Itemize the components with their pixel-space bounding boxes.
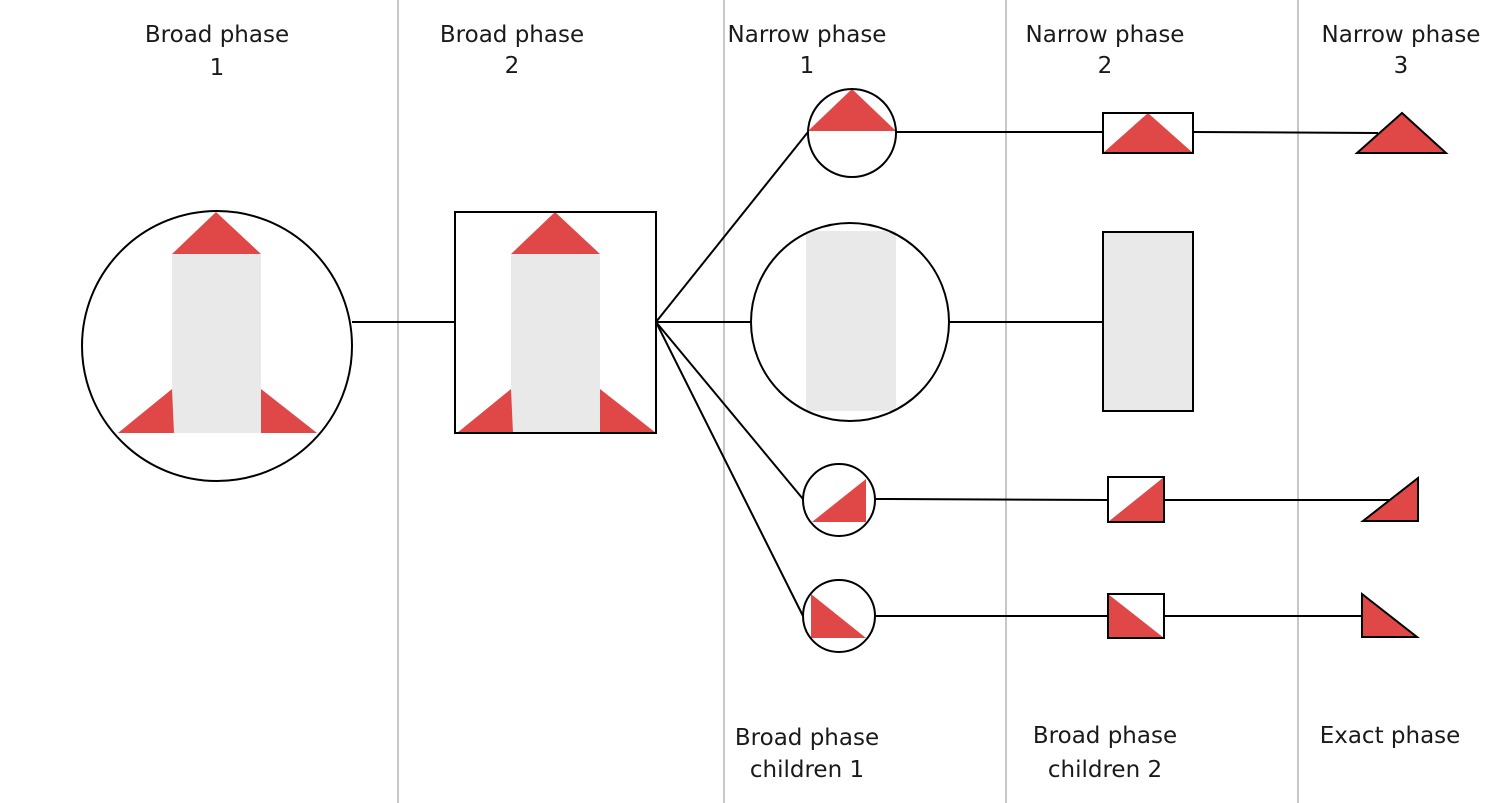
header-narrow-phase-1-line1: Narrow phase <box>728 22 887 48</box>
bpc2-body-shape <box>1103 232 1193 411</box>
footer-broad-phase-children-1-line1: Broad phase <box>735 725 879 751</box>
bpc1-right-fin-shape <box>812 479 866 522</box>
bpc1-nose <box>807 88 897 178</box>
header-narrow-phase-3-line2: 3 <box>1394 53 1409 79</box>
footer-broad-phase-children-2-line1: Broad phase <box>1033 723 1177 749</box>
footer-exact-phase: Exact phase <box>1320 723 1461 749</box>
bpc2-body-bounding-box <box>1102 231 1194 412</box>
bpc1-nose-shape <box>808 89 896 131</box>
bp2-rocket-right-fin <box>600 389 656 433</box>
bpc1-right-fin-bounding-circle <box>802 463 876 537</box>
exact-nose-shape <box>1354 111 1449 154</box>
bp1-rocket-body <box>172 254 261 433</box>
bp1-rocket-nose <box>172 212 261 254</box>
bpc2-nose-bounding-box <box>1102 112 1194 154</box>
exact-right-fin-shape <box>1360 475 1419 522</box>
bpc1-right-fin <box>802 463 876 537</box>
bp2-rocket <box>457 212 656 433</box>
edge-right-np1-np2 <box>875 498 1108 501</box>
bpc1-left-fin-shape <box>811 594 866 638</box>
header-broad-phase-1-line1: Broad phase <box>145 22 289 48</box>
header-broad-phase-2-line2: 2 <box>505 53 520 79</box>
bp2-rocket-nose <box>511 212 600 254</box>
header-narrow-phase-3-line1: Narrow phase <box>1322 22 1481 48</box>
header-broad-phase-2-line1: Broad phase <box>440 22 584 48</box>
header-broad-phase-1-line2: 1 <box>210 55 225 81</box>
bpc2-right-fin-bounding-box <box>1107 476 1165 523</box>
bpc2-nose-shape <box>1103 113 1193 153</box>
bpc1-left-fin <box>802 579 876 653</box>
bp2-rocket-body <box>511 254 600 433</box>
edge-bp2-child-left-fin <box>655 321 804 617</box>
header-narrow-phase-2-line1: Narrow phase <box>1026 22 1185 48</box>
footer-broad-phase-children-1-line2: children 1 <box>750 757 864 783</box>
edge-bp2-child-top <box>655 131 809 323</box>
bp2-bounding-box <box>454 211 657 434</box>
bpc2-left-fin-shape <box>1108 594 1164 638</box>
bpc1-body <box>750 222 950 422</box>
bpc1-body-shape <box>806 231 896 411</box>
bpc2-nose <box>1102 112 1194 154</box>
bp2-rocket-left-fin <box>457 389 513 433</box>
edge-top-np2-np3 <box>1192 131 1379 134</box>
bpc2-left-fin-bounding-box <box>1107 593 1165 639</box>
footer-broad-phase-children-2-line2: children 2 <box>1048 757 1162 783</box>
bp1-bounding-circle <box>81 210 353 482</box>
bpc1-body-bounding-circle <box>750 222 950 422</box>
header-narrow-phase-2-line2: 2 <box>1098 53 1113 79</box>
bpc1-nose-bounding-circle <box>807 88 897 178</box>
bpc2-left-fin <box>1107 593 1165 639</box>
bpc2-right-fin-shape <box>1108 477 1164 522</box>
exact-left-fin-shape <box>1361 591 1420 638</box>
bp1-rocket-left-fin <box>118 389 174 433</box>
bp1-rocket-right-fin <box>261 389 317 433</box>
header-narrow-phase-1-line2: 1 <box>800 53 815 79</box>
bpc2-body <box>1102 231 1194 412</box>
bpc2-right-fin <box>1107 476 1165 523</box>
edge-bp2-child-right-fin <box>655 321 804 500</box>
bpc1-left-fin-bounding-circle <box>802 579 876 653</box>
bp1-rocket <box>118 212 317 433</box>
